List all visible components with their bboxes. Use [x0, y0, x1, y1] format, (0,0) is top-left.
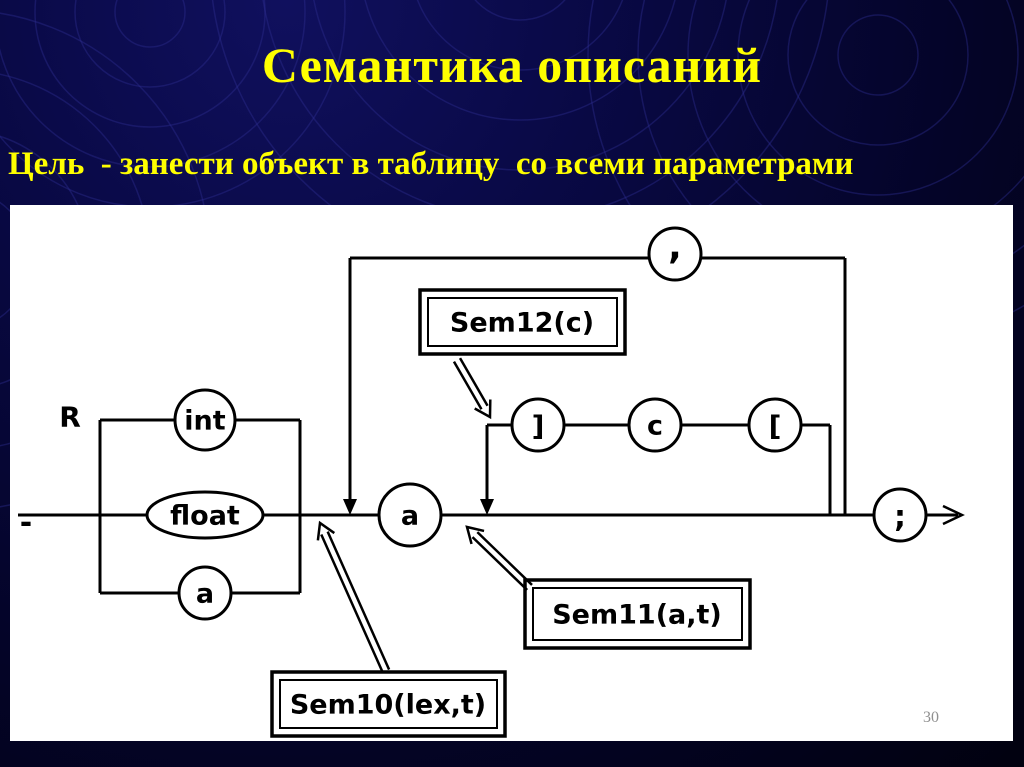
sem10-arrow — [316, 520, 391, 673]
diagram-panel: R - int float a a , ] c [ ; Sem12(c) — [10, 205, 1013, 741]
c-node-circle — [627, 397, 683, 453]
rule-label: R — [59, 401, 81, 434]
flow-arrowheads — [343, 499, 494, 515]
a-main-node-circle — [377, 482, 443, 548]
c-node-label: c — [647, 411, 663, 442]
float-node-label: float — [170, 501, 240, 532]
sem10-action-box: Sem10(lex,t) — [270, 670, 507, 738]
sem11-outer-rect — [523, 578, 752, 650]
sem-action-arrows — [316, 357, 533, 673]
node-labels: R - int float a a , ] c [ ; — [20, 227, 906, 610]
rbracket-node-circle — [510, 397, 566, 453]
sem11-label: Sem11(a,t) — [552, 600, 722, 631]
bracket-down-arrowhead — [480, 499, 494, 515]
semicolon-node-label: ; — [894, 500, 906, 535]
page-number: 30 — [923, 709, 939, 726]
exit-arrowhead — [942, 504, 965, 526]
lbracket-node-label: [ — [769, 410, 782, 443]
sem12-inner-rect — [427, 297, 618, 347]
sem10-label: Sem10(lex,t) — [290, 690, 486, 721]
sem11-arrow — [465, 525, 533, 591]
lbracket-node-circle — [747, 397, 803, 453]
int-node-label: int — [184, 406, 225, 437]
sem12-arrow — [452, 357, 492, 420]
node-shapes — [145, 226, 928, 621]
int-node-circle — [173, 388, 237, 452]
a-branch-node-label: a — [196, 579, 214, 610]
start-dash: - — [20, 506, 32, 541]
float-node-ellipse — [145, 490, 265, 540]
railroad-diagram: R - int float a a , ] c [ ; Sem12(c) — [18, 226, 965, 738]
comma-node-circle — [647, 226, 703, 282]
sem11-action-box: Sem11(a,t) — [523, 578, 752, 650]
sem12-action-box: Sem12(c) — [418, 288, 627, 356]
slide-subtitle: Цель - занести объект в таблицу со всеми… — [8, 146, 854, 182]
a-main-node-label: a — [401, 501, 419, 532]
loop-down-arrowhead — [343, 499, 357, 515]
semicolon-node-circle — [872, 487, 928, 543]
sem12-label: Sem12(c) — [450, 308, 594, 339]
sem10-outer-rect — [270, 670, 507, 738]
rbracket-node-label: ] — [532, 410, 545, 443]
a-branch-node-circle — [177, 565, 233, 621]
slide-title: Семантика описаний — [261, 37, 763, 93]
comma-node-label: , — [668, 227, 682, 268]
sem12-outer-rect — [418, 288, 627, 356]
sem10-inner-rect — [279, 679, 498, 729]
sem11-inner-rect — [532, 587, 743, 641]
